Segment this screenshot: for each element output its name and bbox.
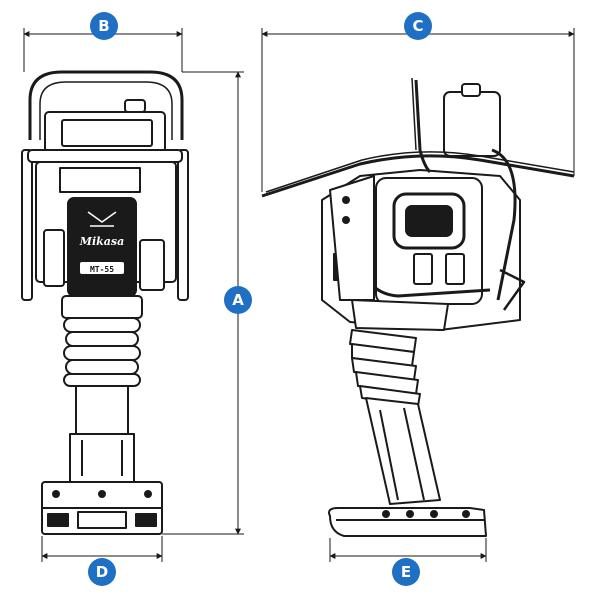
side-guide-handle bbox=[261, 154, 575, 198]
svg-text:A: A bbox=[232, 291, 244, 309]
front-handle bbox=[28, 70, 184, 140]
side-bellows bbox=[349, 329, 421, 407]
svg-text:C: C bbox=[412, 17, 423, 35]
svg-text:B: B bbox=[98, 17, 109, 35]
side-shoe bbox=[328, 507, 487, 537]
front-bellows bbox=[63, 317, 141, 387]
svg-text:D: D bbox=[96, 563, 108, 581]
brand-logo: Mikasa bbox=[79, 235, 124, 248]
badge-a: A bbox=[224, 286, 252, 314]
badge-e: E bbox=[392, 558, 420, 586]
badge-d: D bbox=[88, 558, 116, 586]
front-leg bbox=[75, 385, 129, 435]
front-view: Mikasa MT-55 bbox=[21, 70, 189, 535]
svg-text:E: E bbox=[401, 563, 411, 581]
side-leg bbox=[365, 397, 441, 505]
model-plate: MT-55 bbox=[90, 265, 114, 274]
badge-c: C bbox=[404, 12, 432, 40]
side-view bbox=[261, 77, 575, 537]
badge-b: B bbox=[90, 12, 118, 40]
